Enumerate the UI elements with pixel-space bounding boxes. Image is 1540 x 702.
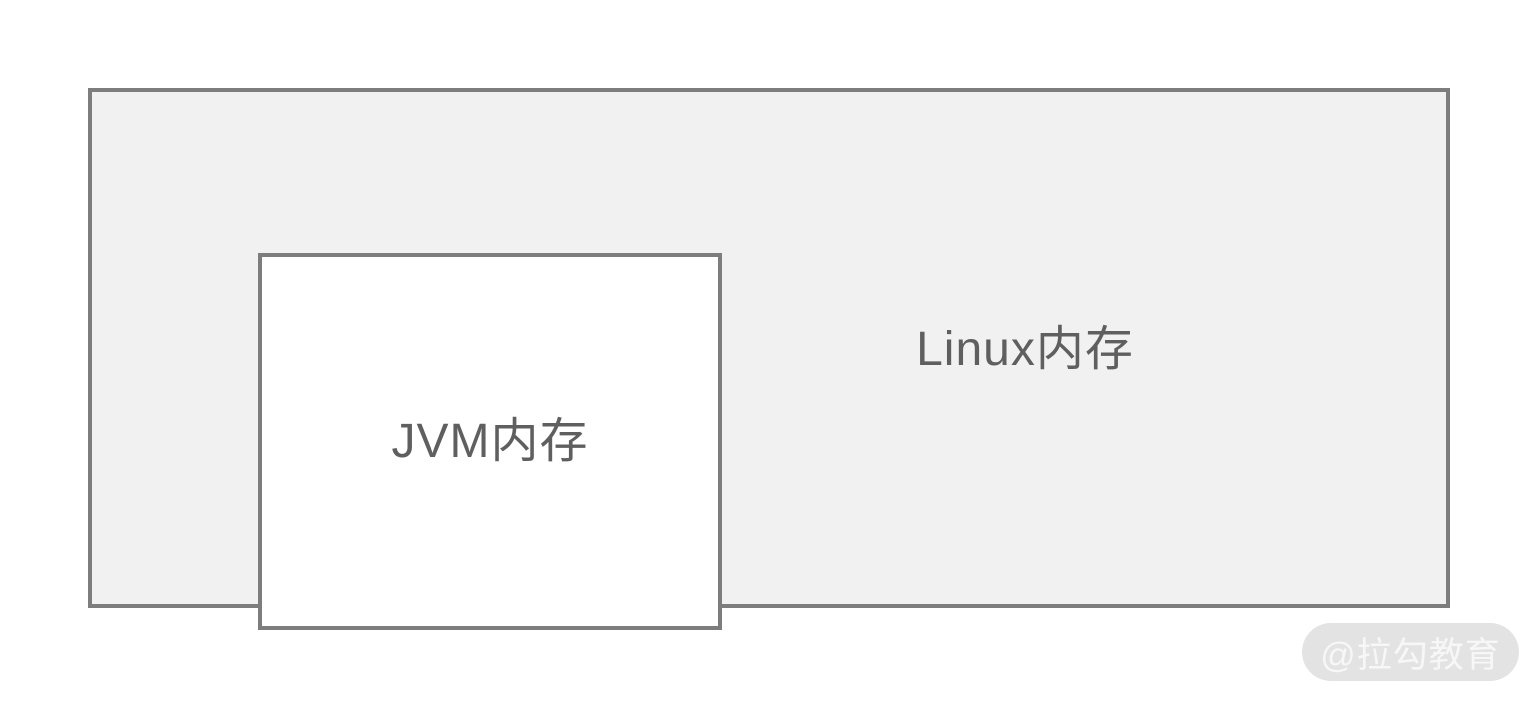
watermark-text: @拉勾教育: [1320, 635, 1501, 675]
linux-memory-box: JVM内存 Linux内存: [88, 88, 1450, 630]
jvm-memory-label: JVM内存: [391, 414, 589, 468]
watermark-badge: @拉勾教育: [1302, 623, 1519, 681]
linux-label-region: Linux内存: [630, 162, 1446, 538]
jvm-memory-box: JVM内存: [258, 253, 722, 630]
linux-memory-label: Linux内存: [916, 323, 1134, 376]
